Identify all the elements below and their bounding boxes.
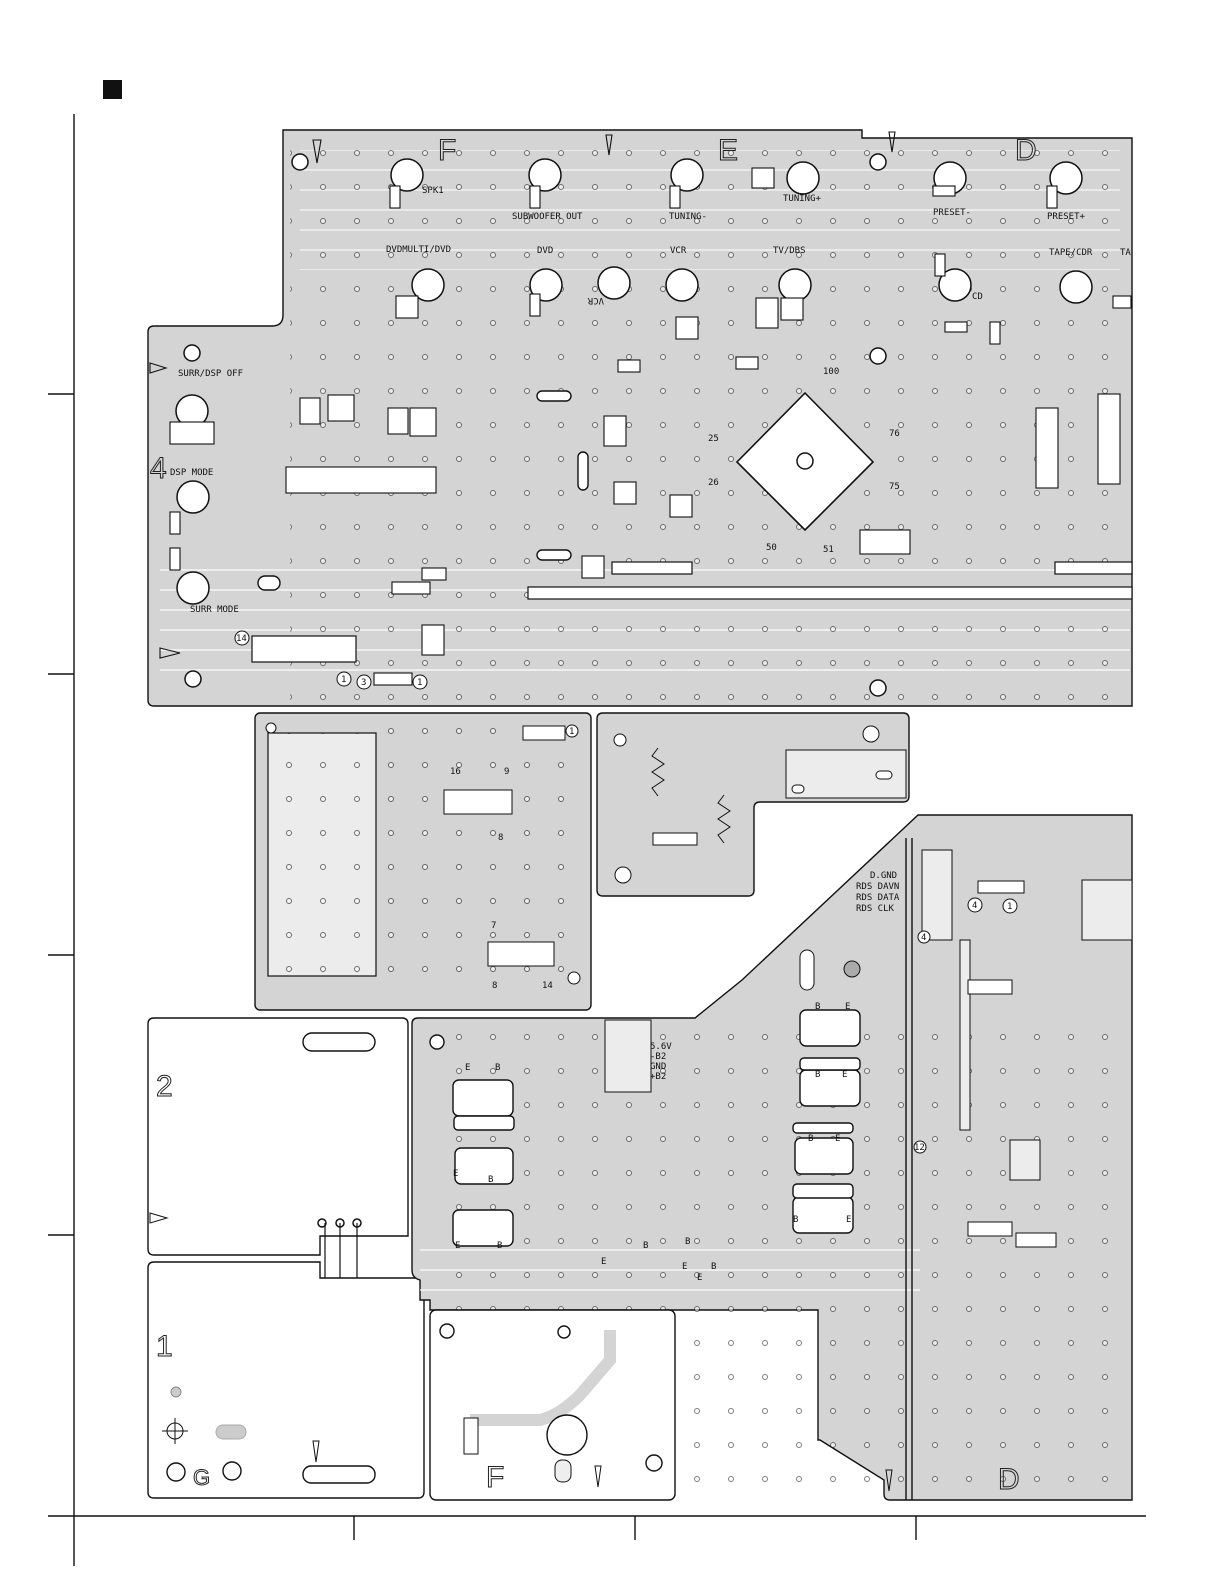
tr-pin-3: B bbox=[488, 1175, 493, 1185]
label-rds-1: RDS DAVN bbox=[856, 882, 899, 892]
tr-pin-0: E bbox=[465, 1063, 470, 1073]
section-letter-e-top: E bbox=[718, 134, 738, 167]
tr-pin-8: B bbox=[815, 1070, 820, 1080]
label-dvd: DVD bbox=[537, 246, 553, 256]
label-power-3: +B2 bbox=[650, 1072, 666, 1082]
label-preset-plus: PRESET+ bbox=[1047, 212, 1086, 222]
tr-pin-10: B bbox=[808, 1134, 813, 1144]
tr-pin-19: E bbox=[697, 1273, 702, 1283]
label-cd: CD bbox=[972, 292, 983, 302]
label-surr-mode: SURR MODE bbox=[190, 605, 239, 615]
label-dvdmulti-dvd: DVDMULTI/DVD bbox=[386, 245, 451, 255]
pin-1-d: 1 bbox=[1007, 902, 1012, 912]
pin-16: 16 bbox=[450, 767, 461, 777]
label-tuning-minus: TUNING- bbox=[669, 212, 707, 222]
pin-1-c: 1 bbox=[569, 727, 574, 737]
section-letter-d-bottom: D bbox=[998, 1463, 1020, 1496]
label-power-2: GND bbox=[650, 1062, 666, 1072]
label-subwoofer-out: SUBWOOFER OUT bbox=[512, 212, 583, 222]
label-power-1: -B2 bbox=[650, 1052, 666, 1062]
label-tape-cdr: TAPE/CDR bbox=[1049, 248, 1093, 258]
pin-51: 51 bbox=[823, 545, 834, 555]
section-number-2: 2 bbox=[156, 1070, 173, 1103]
pin-12: 12 bbox=[914, 1143, 925, 1153]
headphone-board: F bbox=[430, 1310, 675, 1500]
label-rds-2: RDS DATA bbox=[856, 893, 900, 903]
label-spk1: SPK1 bbox=[422, 186, 444, 196]
pin-25: 25 bbox=[708, 434, 719, 444]
pin-14-b: 14 bbox=[542, 981, 553, 991]
label-power-0: 5.6V bbox=[650, 1042, 672, 1052]
pin-76: 76 bbox=[889, 429, 900, 439]
pin-8-b: 8 bbox=[492, 981, 497, 991]
label-preset-minus: PRESET- bbox=[933, 208, 971, 218]
pin-3: 3 bbox=[361, 678, 366, 688]
label-tv-dbs: TV/DBS bbox=[773, 246, 806, 256]
label-ta: TA bbox=[1120, 248, 1131, 258]
tr-pin-18: B bbox=[711, 1262, 716, 1272]
label-tuning-plus: TUNING+ bbox=[783, 194, 822, 204]
pin-14: 14 bbox=[236, 634, 247, 644]
board-1: 1 G bbox=[148, 1262, 424, 1498]
tr-pin-1: B bbox=[495, 1063, 500, 1073]
tr-pin-2: E bbox=[453, 1169, 458, 1179]
pin-4-b: 4 bbox=[921, 933, 926, 943]
header-square-marker bbox=[103, 80, 122, 99]
section-letter-f-top: F bbox=[438, 134, 456, 167]
label-g: G bbox=[193, 1465, 210, 1490]
tr-pin-17: E bbox=[682, 1262, 687, 1272]
tr-pin-13: E bbox=[846, 1215, 851, 1225]
section-number-4: 4 bbox=[150, 452, 167, 485]
pin-1-a: 1 bbox=[341, 675, 346, 685]
section-number-1: 1 bbox=[156, 1330, 173, 1363]
pin-100: 100 bbox=[823, 367, 839, 377]
tr-pin-6: B bbox=[815, 1002, 820, 1012]
tr-pin-11: E bbox=[835, 1134, 840, 1144]
tr-pin-16: B bbox=[685, 1237, 690, 1247]
pin-26: 26 bbox=[708, 478, 719, 488]
label-dsp-mode: DSP MODE bbox=[170, 468, 213, 478]
label-rds-3: RDS CLK bbox=[856, 904, 895, 914]
board-2: 2 bbox=[148, 1018, 408, 1296]
tr-pin-4: E bbox=[455, 1241, 460, 1251]
section-letter-f-bottom: F bbox=[486, 1461, 504, 1494]
tr-pin-14: B bbox=[643, 1241, 648, 1251]
pin-8: 8 bbox=[498, 833, 503, 843]
connector-strip bbox=[528, 587, 1132, 599]
pin-7: 7 bbox=[491, 921, 496, 931]
tr-pin-15: E bbox=[601, 1257, 606, 1267]
label-vcr: VCR bbox=[670, 246, 687, 256]
pin-75: 75 bbox=[889, 482, 900, 492]
label-surr-dsp-off: SURR/DSP OFF bbox=[178, 369, 243, 379]
tr-pin-7: E bbox=[845, 1002, 850, 1012]
tr-pin-9: E bbox=[842, 1070, 847, 1080]
pin-4-a: 4 bbox=[972, 901, 977, 911]
pin-9: 9 bbox=[504, 767, 509, 777]
tuner-board: 16 9 8 7 1 14 8 bbox=[255, 713, 591, 1010]
tr-pin-12: B bbox=[793, 1215, 798, 1225]
tr-pin-5: B bbox=[497, 1241, 502, 1251]
label-rds-0: D.GND bbox=[870, 871, 897, 881]
section-letter-d-top: D bbox=[1015, 134, 1037, 167]
pin-50: 50 bbox=[766, 543, 777, 553]
label-vcr-rotated: VCR bbox=[587, 295, 604, 305]
pin-1-b: 1 bbox=[417, 678, 422, 688]
front-panel-board: F E D 4 SPK1 SUBWOOFER OUT TUNING- TUNIN… bbox=[148, 130, 1132, 706]
